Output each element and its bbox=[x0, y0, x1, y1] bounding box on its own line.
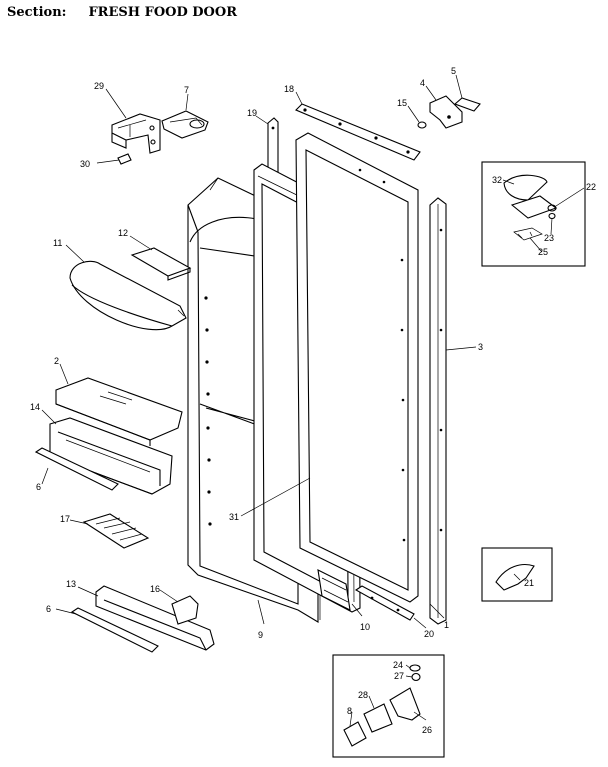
part-label-p15: 15 bbox=[397, 98, 407, 108]
trim-strip-lower-drawing bbox=[70, 607, 159, 653]
part-label-p16: 16 bbox=[150, 584, 160, 594]
small-bracket-drawing bbox=[417, 95, 481, 129]
section-header: Section: FRESH FOOD DOOR bbox=[7, 5, 237, 20]
leader-lines bbox=[41, 74, 585, 727]
part-label-p7: 7 bbox=[184, 85, 189, 95]
part-label-p6b: 6 bbox=[46, 604, 51, 614]
part-label-p4: 4 bbox=[420, 78, 425, 88]
part-label-p25: 25 bbox=[538, 247, 548, 257]
hinge-bracket-drawing bbox=[111, 113, 161, 154]
part-label-p31: 31 bbox=[229, 512, 239, 522]
lower-bracket-drawing bbox=[317, 569, 351, 611]
part-label-p9: 9 bbox=[258, 630, 263, 640]
part-label-p30: 30 bbox=[80, 159, 90, 169]
part-label-p12: 12 bbox=[118, 228, 128, 238]
door-strap-drawing bbox=[295, 103, 421, 161]
part-label-p28: 28 bbox=[358, 690, 368, 700]
trim-strip-upper-drawing bbox=[34, 447, 119, 491]
screw-drawing bbox=[117, 153, 132, 165]
part-label-p8: 8 bbox=[347, 706, 352, 716]
lower-door-bin-drawing bbox=[95, 585, 215, 651]
latch-clip-drawing bbox=[82, 513, 150, 549]
dairy-door-drawing bbox=[69, 260, 187, 331]
inset-box-bottom bbox=[332, 654, 445, 758]
part-label-p22: 22 bbox=[586, 182, 596, 192]
section-label: Section: bbox=[7, 5, 67, 20]
section-title: FRESH FOOD DOOR bbox=[88, 5, 237, 20]
part-label-p1: 1 bbox=[444, 620, 449, 630]
door-outer-panel-drawing bbox=[295, 132, 419, 603]
part-label-p23: 23 bbox=[544, 233, 554, 243]
part-label-p6a: 6 bbox=[36, 482, 41, 492]
part-label-p29: 29 bbox=[94, 81, 104, 91]
part-label-p3: 3 bbox=[478, 342, 483, 352]
part-label-p14: 14 bbox=[30, 402, 40, 412]
part-label-p27: 27 bbox=[394, 671, 404, 681]
part-label-p18: 18 bbox=[284, 84, 294, 94]
part-label-p2: 2 bbox=[54, 356, 59, 366]
part-label-p5: 5 bbox=[451, 66, 456, 76]
part-label-p11: 11 bbox=[53, 238, 62, 248]
door-trim-drawing bbox=[429, 197, 447, 625]
part-label-p26: 26 bbox=[422, 725, 432, 735]
part-label-p19: 19 bbox=[247, 108, 257, 118]
part-label-p21: 21 bbox=[524, 578, 534, 588]
part-label-p20: 20 bbox=[424, 629, 434, 639]
part-label-p17: 17 bbox=[60, 514, 70, 524]
part-label-p10: 10 bbox=[360, 622, 370, 632]
bin-clip-drawing bbox=[171, 595, 199, 625]
part-label-p13: 13 bbox=[66, 579, 76, 589]
bottom-strap-drawing bbox=[354, 585, 415, 621]
part-label-p24: 24 bbox=[393, 660, 403, 670]
part-label-p32: 32 bbox=[492, 175, 502, 185]
shelf-lid-drawing bbox=[55, 377, 183, 446]
hinge-pin-drawing bbox=[161, 110, 209, 139]
inset-box-top-right bbox=[481, 161, 586, 267]
inset-box-right bbox=[481, 547, 553, 602]
small-tray-drawing bbox=[130, 247, 192, 281]
